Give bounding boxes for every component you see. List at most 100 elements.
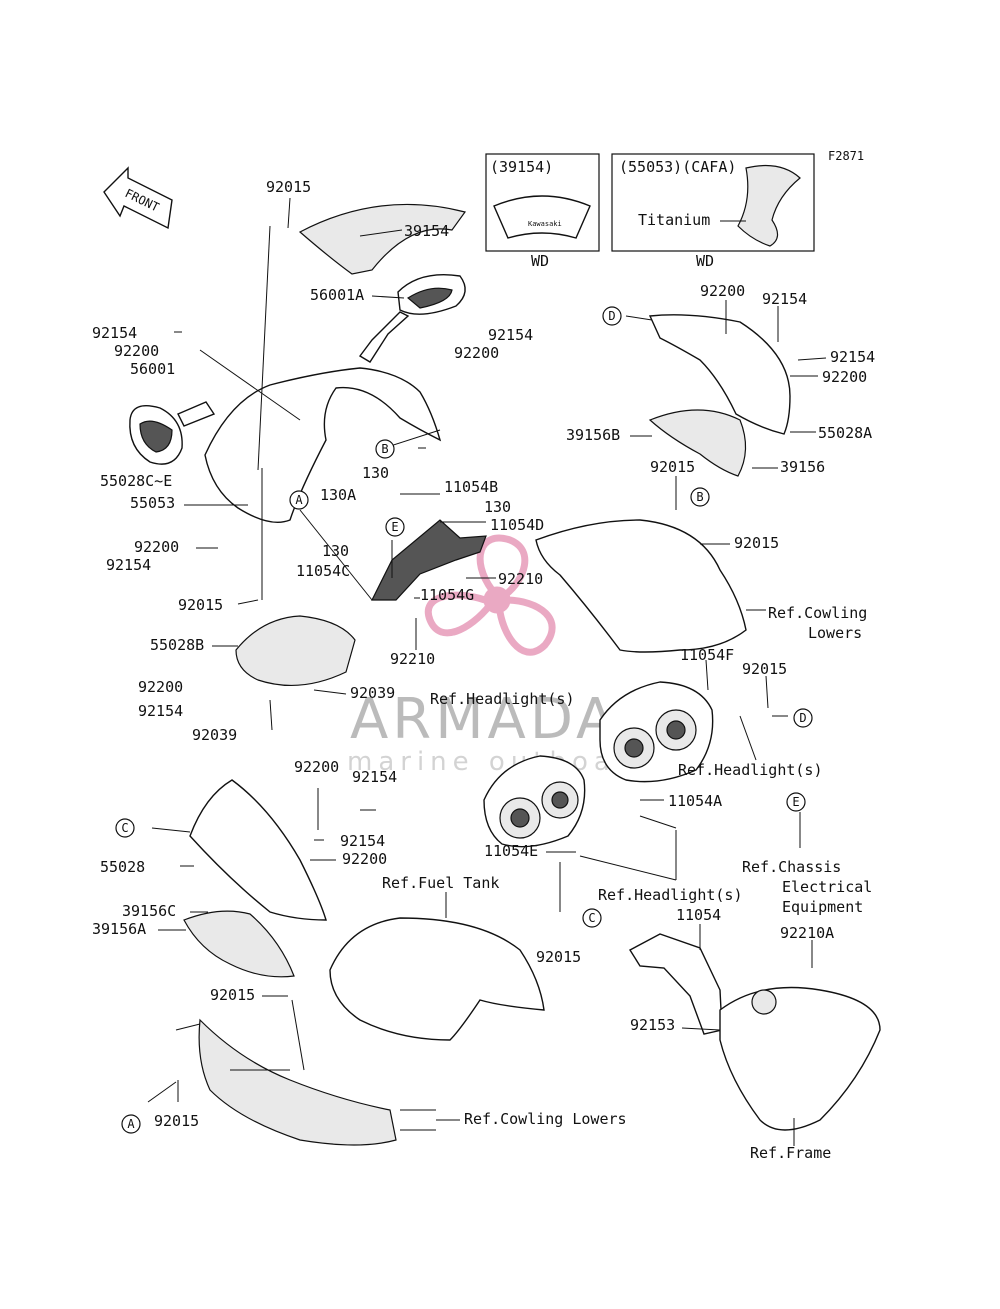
- svg-text:B: B: [381, 442, 388, 456]
- label-130-b: 130: [484, 498, 511, 516]
- watermark-brand: ARMADA: [350, 687, 618, 752]
- figure-code: F2871: [828, 149, 864, 163]
- lower-cowl: [198, 1018, 397, 1146]
- label-ref-headlight-b: Ref.Headlight(s): [678, 761, 823, 779]
- label-92200-c: 92200: [134, 538, 179, 556]
- cowl-stay: [371, 519, 487, 601]
- label-92154-d: 92154: [138, 702, 183, 720]
- inset-cowl-part: (55053)(CAFA): [619, 158, 736, 176]
- label-ref-cowling: Ref.Cowling: [768, 604, 867, 622]
- svg-text:E: E: [391, 520, 398, 534]
- label-92154-c: 92154: [106, 556, 151, 574]
- frame-head: [719, 986, 881, 1131]
- label-92015-d: 92015: [734, 534, 779, 552]
- label-39156: 39156: [780, 458, 825, 476]
- label-92200-a: 92200: [114, 342, 159, 360]
- label-92015-c: 92015: [650, 458, 695, 476]
- label-11054d: 11054D: [490, 516, 544, 534]
- propeller-logo-icon: [424, 534, 556, 656]
- side-cowl-left: [189, 779, 327, 921]
- frame-boss: [751, 989, 777, 1015]
- svg-text:A: A: [127, 1117, 135, 1131]
- label-55028a: 55028A: [818, 424, 872, 442]
- trim-39156c: [183, 910, 295, 978]
- callout-e-left: E: [385, 517, 405, 537]
- label-92015-e: 92015: [742, 660, 787, 678]
- label-92200-h: 92200: [342, 850, 387, 868]
- windshield-badge: Kawasaki: [528, 220, 562, 228]
- svg-text:E: E: [792, 795, 799, 809]
- label-ref-headlight-a: Ref.Headlight(s): [430, 690, 575, 708]
- svg-text:A: A: [295, 493, 303, 507]
- label-130-c: 130: [322, 542, 349, 560]
- label-lowers: Lowers: [808, 624, 862, 642]
- headlight-upper: [599, 681, 714, 783]
- label-ref-frame: Ref.Frame: [750, 1144, 831, 1162]
- label-ref-fuel-tank: Ref.Fuel Tank: [382, 874, 499, 892]
- label-130-a: 130: [362, 464, 389, 482]
- callout-c-left: C: [115, 818, 135, 838]
- svg-text:C: C: [121, 821, 128, 835]
- label-92015-f: 92015: [210, 986, 255, 1004]
- label-92200-d: 92200: [138, 678, 183, 696]
- svg-text:D: D: [608, 309, 615, 323]
- part-labels: 92015 39154 56001A 92154 92200 56001 922…: [92, 178, 875, 1162]
- watermark-tagline: marine outboard: [347, 747, 655, 777]
- front-arrow-icon: FRONT: [103, 166, 173, 230]
- label-92200-b: 92200: [454, 344, 499, 362]
- label-56001a: 56001A: [310, 286, 364, 304]
- mirror-left: [129, 401, 216, 465]
- trim-39156b: [648, 409, 747, 477]
- label-11054b: 11054B: [444, 478, 498, 496]
- label-92039-b: 92039: [192, 726, 237, 744]
- label-11054c: 11054C: [296, 562, 350, 580]
- label-92154-a: 92154: [92, 324, 137, 342]
- svg-text:B: B: [696, 490, 703, 504]
- svg-text:C: C: [588, 911, 595, 925]
- label-55028b: 55028B: [150, 636, 204, 654]
- windshield: [298, 203, 467, 275]
- label-92154-h: 92154: [340, 832, 385, 850]
- inset-cowl-material: Titanium: [638, 211, 710, 229]
- label-11054a: 11054A: [668, 792, 722, 810]
- label-92015-top: 92015: [266, 178, 311, 196]
- callout-a-top: A: [289, 490, 309, 510]
- svg-text:D: D: [799, 711, 806, 725]
- label-ref-headlight-c: Ref.Headlight(s): [598, 886, 743, 904]
- label-92015-h: 92015: [154, 1112, 199, 1130]
- inset-windshield-part: (39154): [490, 158, 553, 176]
- inset-titanium-cowl: (55053)(CAFA) Titanium WD: [611, 153, 815, 270]
- label-55028c-e: 55028C~E: [100, 472, 172, 490]
- callout-e-right: E: [786, 792, 806, 812]
- label-ref-cowling-lowers: Ref.Cowling Lowers: [464, 1110, 627, 1128]
- label-92154-e: 92154: [762, 290, 807, 308]
- label-ref-chassis: Ref.Chassis: [742, 858, 841, 876]
- leader-lines: [147, 197, 827, 1146]
- label-11054e: 11054E: [484, 842, 538, 860]
- label-56001: 56001: [130, 360, 175, 378]
- label-92210-a: 92210: [498, 570, 543, 588]
- label-39156b: 39156B: [566, 426, 620, 444]
- label-39154: 39154: [404, 222, 449, 240]
- callout-d-top: D: [602, 306, 622, 326]
- label-55053: 55053: [130, 494, 175, 512]
- headlight-lower: [483, 755, 586, 848]
- label-92039-a: 92039: [350, 684, 395, 702]
- callout-d-right: D: [793, 708, 813, 728]
- side-cowl-right: [648, 314, 791, 435]
- windshield-inset-drawing: [493, 195, 591, 239]
- label-55028: 55028: [100, 858, 145, 876]
- upper-cowl: [204, 367, 442, 523]
- callout-b-right: B: [690, 487, 710, 507]
- callout-c-right: C: [582, 908, 602, 928]
- bracket-11054: [629, 933, 723, 1035]
- label-92154-f: 92154: [830, 348, 875, 366]
- titanium-cowl-drawing: [737, 165, 801, 247]
- label-130a: 130A: [320, 486, 356, 504]
- label-92210a: 92210A: [780, 924, 834, 942]
- label-92015-mid: 92015: [178, 596, 223, 614]
- mirror-right: [358, 274, 466, 363]
- label-92200-g: 92200: [294, 758, 339, 776]
- label-92153: 92153: [630, 1016, 675, 1034]
- label-11054: 11054: [676, 906, 721, 924]
